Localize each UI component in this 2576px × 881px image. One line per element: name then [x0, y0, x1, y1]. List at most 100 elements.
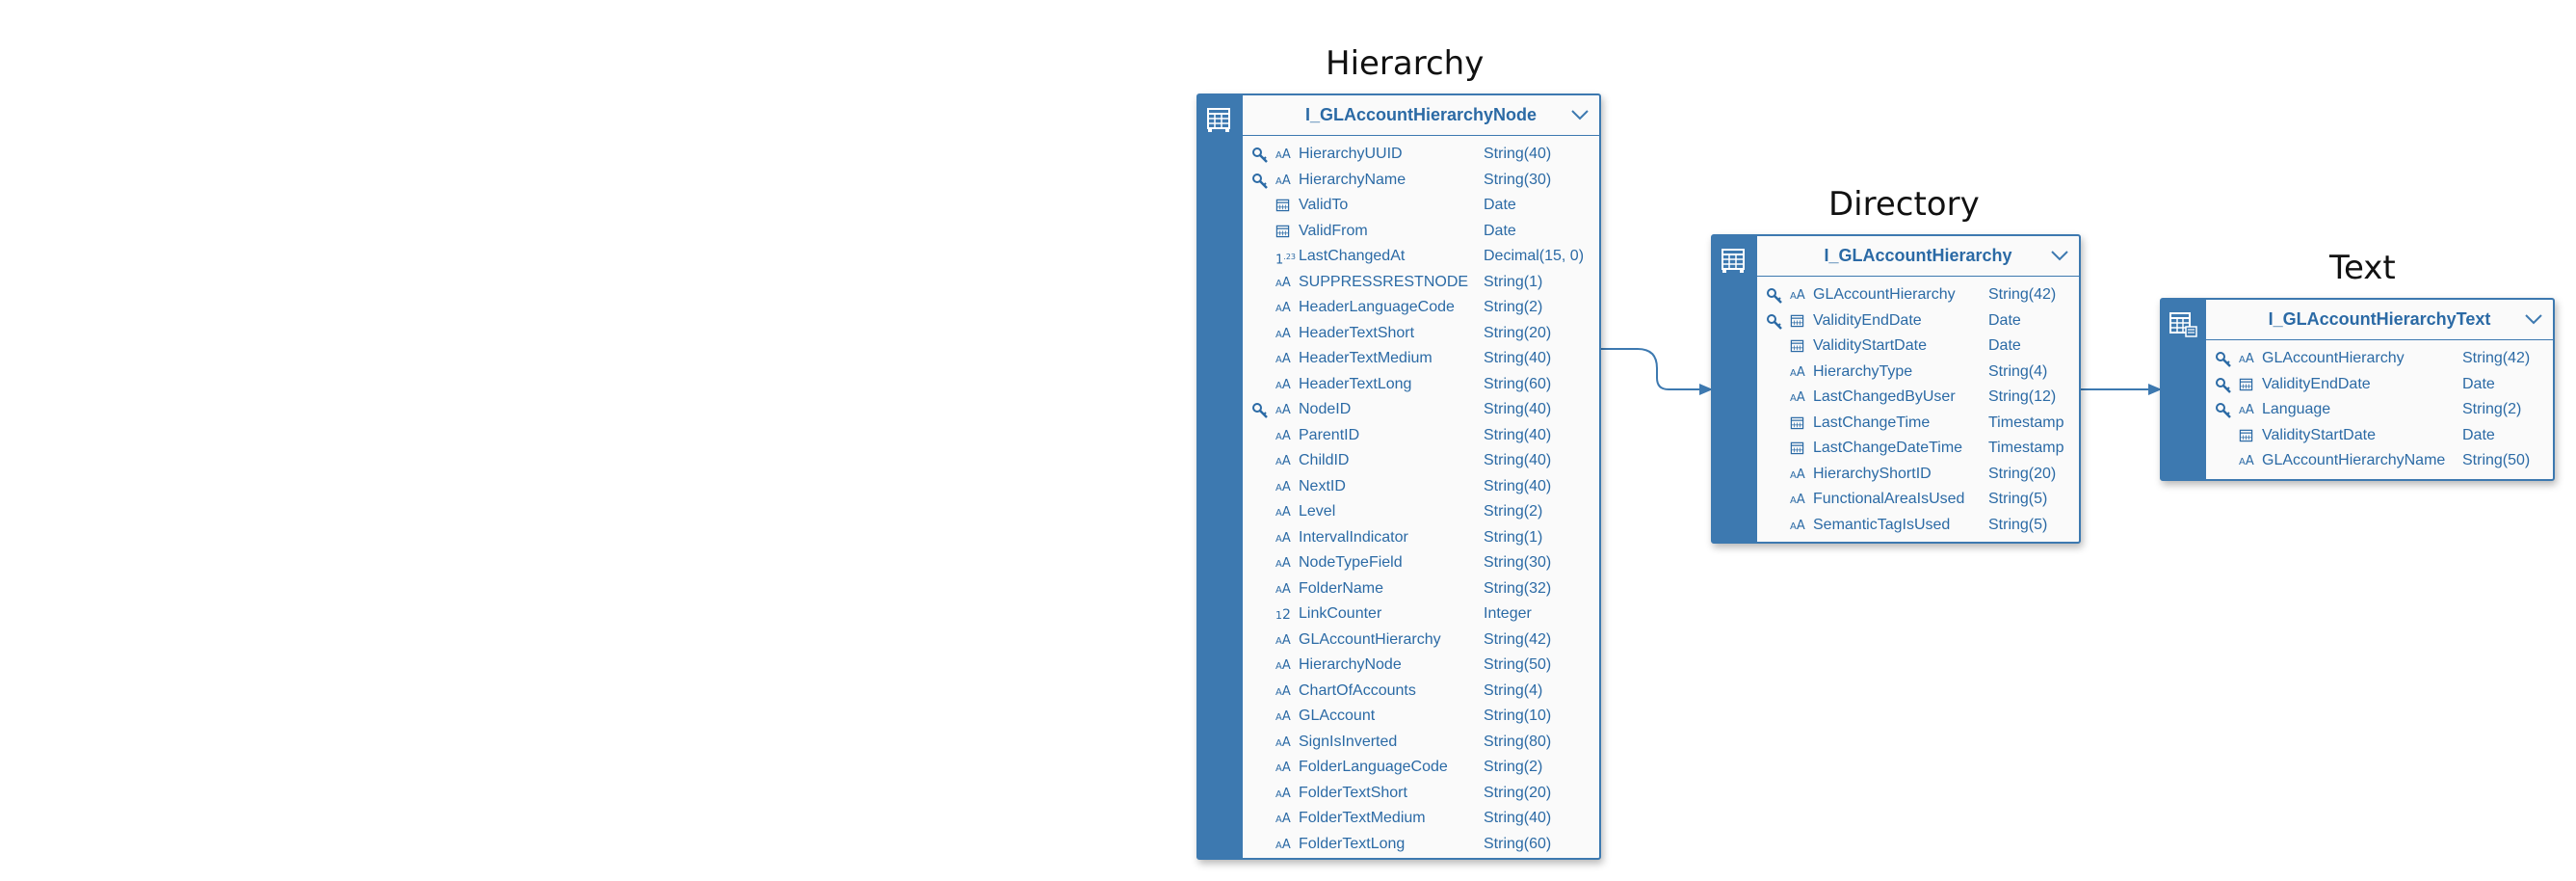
entity-sidebar — [1713, 236, 1757, 542]
string-type-icon: AA — [2239, 352, 2254, 366]
field-name: FolderTextLong — [1299, 835, 1406, 852]
field-name: GLAccountHierarchy — [2262, 350, 2405, 366]
section-title-hierarchy: Hierarchy — [1326, 44, 1485, 83]
field-type: String(60) — [1484, 835, 1552, 852]
field-type: String(4) — [1484, 681, 1543, 699]
field-type: Date — [2462, 375, 2495, 392]
string-type-icon: AA — [1275, 530, 1291, 546]
field-type: String(2) — [1484, 503, 1543, 520]
field-name: ParentID — [1299, 426, 1360, 443]
field-name: SignIsInverted — [1299, 733, 1398, 750]
string-type-icon: AA — [1275, 761, 1291, 775]
field-row[interactable]: AA ParentID String(40) — [1243, 425, 1599, 451]
entity-sidebar — [2162, 300, 2206, 479]
field-type: String(40) — [1484, 401, 1552, 417]
field-type: String(40) — [1484, 810, 1552, 826]
chevron-down-icon[interactable] — [1570, 107, 1590, 122]
entity-header: I_GLAccountHierarchy — [1757, 236, 2079, 277]
key-icon — [1252, 403, 1268, 418]
date-type-icon — [2239, 377, 2258, 394]
chevron-down-icon[interactable] — [2050, 248, 2069, 263]
field-type: Decimal(15, 0) — [1484, 248, 1585, 264]
field-type: String(40) — [1484, 350, 1552, 366]
field-type: String(40) — [1484, 146, 1552, 162]
field-name: LastChangedByUser — [1813, 388, 1956, 405]
field-type: String(12) — [1988, 388, 2057, 405]
field-name: ValidityEndDate — [1813, 311, 1922, 329]
string-type-icon: AA — [1275, 658, 1291, 673]
field-type: String(80) — [1484, 733, 1552, 750]
field-name: LinkCounter — [1299, 605, 1382, 622]
field-type: String(40) — [1484, 426, 1552, 443]
field-type: String(42) — [1484, 630, 1552, 648]
field-type: String(20) — [1484, 324, 1552, 341]
entity-name: I_GLAccountHierarchyNode — [1304, 105, 1538, 124]
chevron-down-icon[interactable] — [2524, 311, 2543, 327]
field-name: GLAccount — [1299, 707, 1376, 724]
field-name: IntervalIndicator — [1299, 528, 1408, 546]
field-type: String(42) — [1988, 286, 2057, 303]
section-title-directory: Directory — [1828, 185, 1980, 224]
integer-type-icon: 12 — [1275, 607, 1291, 623]
field-name: GLAccountHierarchyName — [2262, 452, 2446, 468]
field-name: FolderTextShort — [1299, 784, 1407, 801]
date-type-icon — [1790, 338, 1809, 356]
date-type-icon — [1790, 440, 1809, 458]
field-type: String(2) — [1484, 299, 1543, 315]
string-type-icon: AA — [1275, 173, 1291, 188]
string-type-icon: AA — [1275, 683, 1291, 699]
field-name: ValidityStartDate — [2262, 426, 2376, 443]
field-type: String(50) — [1484, 656, 1552, 673]
field-name: HeaderLanguageCode — [1299, 299, 1455, 315]
field-type: Timestamp — [1988, 414, 2064, 431]
field-name: SemanticTagIsUsed — [1813, 516, 1951, 533]
string-type-icon: AA — [1275, 556, 1291, 571]
string-type-icon: AA — [1275, 428, 1291, 443]
